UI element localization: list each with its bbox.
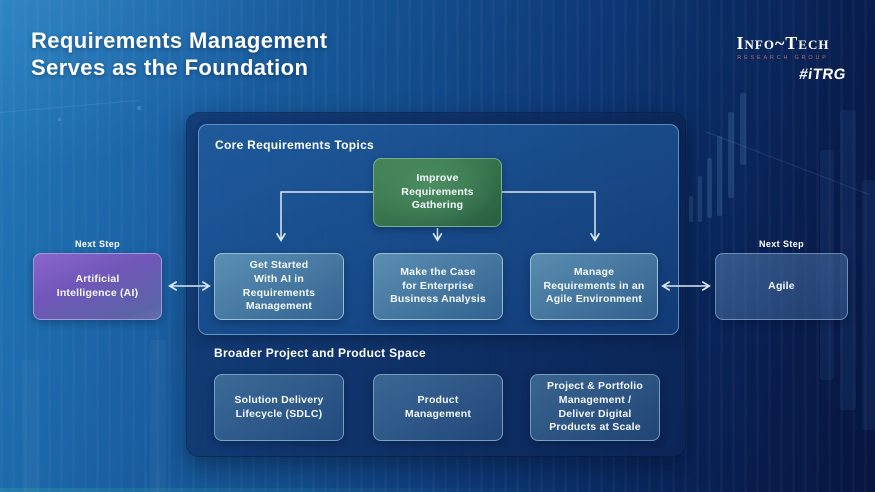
chart-bar-decoration — [740, 93, 746, 165]
node-get-started-with-ai: Get Started With AI in Requirements Mana… — [214, 253, 344, 320]
node-manage-requirements-agile: Manage Requirements in an Agile Environm… — [530, 253, 658, 320]
core-panel-title: Core Requirements Topics — [215, 138, 375, 152]
node-label: Manage Requirements in an Agile Environm… — [543, 266, 645, 306]
node-label: Get Started With AI in Requirements Mana… — [242, 259, 316, 313]
next-step-caption-right: Next Step — [758, 239, 805, 249]
constellation-line — [704, 131, 869, 195]
chart-column-decoration — [22, 360, 40, 492]
broader-panel-title: Broader Project and Product Space — [214, 346, 426, 360]
node-artificial-intelligence: Artificial Intelligence (AI) — [33, 253, 162, 320]
node-make-the-case-eba: Make the Case for Enterprise Business An… — [373, 253, 503, 320]
node-product-management: Product Management — [373, 374, 503, 441]
chart-bar-decoration — [698, 176, 702, 222]
infotech-research-group-label: RESEARCH GROUP — [737, 54, 829, 61]
constellation-dot — [137, 106, 141, 110]
infotech-logo: Info~Tech RESEARCH GROUP #iTRG — [717, 34, 849, 83]
itrg-logo: #iTRG — [798, 65, 848, 83]
node-improve-requirements-gathering: Improve Requirements Gathering — [373, 158, 502, 227]
node-label: Solution Delivery Lifecycle (SDLC) — [234, 393, 324, 420]
infotech-wordmark: Info~Tech — [736, 33, 830, 53]
chart-bar-decoration — [689, 196, 693, 222]
node-label: Make the Case for Enterprise Business An… — [390, 266, 486, 306]
chart-bar-decoration — [717, 136, 722, 216]
node-label: Improve Requirements Gathering — [401, 172, 474, 212]
page-title: Requirements Management Serves as the Fo… — [31, 28, 328, 80]
chart-bar-decoration — [707, 158, 712, 218]
node-label: Agile — [768, 279, 795, 292]
constellation-line — [0, 99, 140, 113]
next-step-caption-left: Next Step — [74, 239, 121, 249]
chart-column-decoration — [150, 340, 166, 492]
chart-bar-decoration — [728, 112, 734, 198]
node-agile: Agile — [715, 253, 848, 320]
node-sdlc: Solution Delivery Lifecycle (SDLC) — [214, 374, 344, 441]
node-label: Project & Portfolio Management / Deliver… — [547, 380, 643, 434]
constellation-dot — [58, 118, 61, 121]
node-label: Product Management — [404, 393, 472, 420]
node-ppm-deliver-digital: Project & Portfolio Management / Deliver… — [530, 374, 660, 441]
chart-column-decoration — [862, 180, 875, 430]
node-label: Artificial Intelligence (AI) — [56, 272, 139, 299]
